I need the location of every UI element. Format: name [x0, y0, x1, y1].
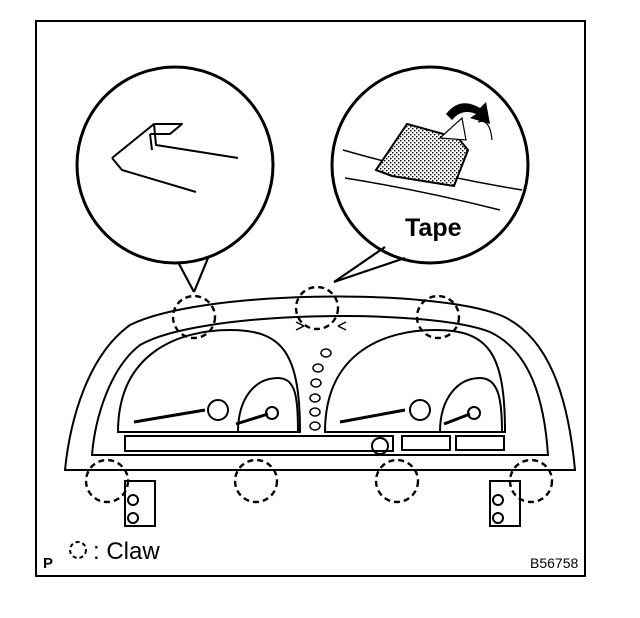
claw-marker — [508, 458, 554, 504]
legend-prefix: P — [43, 555, 54, 572]
instrument-cluster — [63, 295, 577, 527]
legend-claw-label: : Claw — [93, 538, 160, 565]
claw-marker — [233, 458, 279, 504]
claw-detail-callout — [75, 65, 275, 293]
claw-marker — [374, 458, 420, 504]
claw-marker — [84, 458, 130, 504]
peel-arrow-icon — [446, 102, 490, 124]
claw-markers — [84, 285, 554, 504]
claw-marker — [415, 294, 461, 340]
claw-hook-icon — [111, 123, 239, 193]
figure-code: B56758 — [530, 555, 579, 571]
claw-marker — [171, 294, 217, 340]
claw-marker — [294, 285, 340, 331]
tape-label: Tape — [405, 214, 462, 242]
tape-detail-callout — [330, 65, 530, 284]
claw-legend-icon — [69, 541, 87, 559]
indicator-lights — [309, 348, 332, 431]
